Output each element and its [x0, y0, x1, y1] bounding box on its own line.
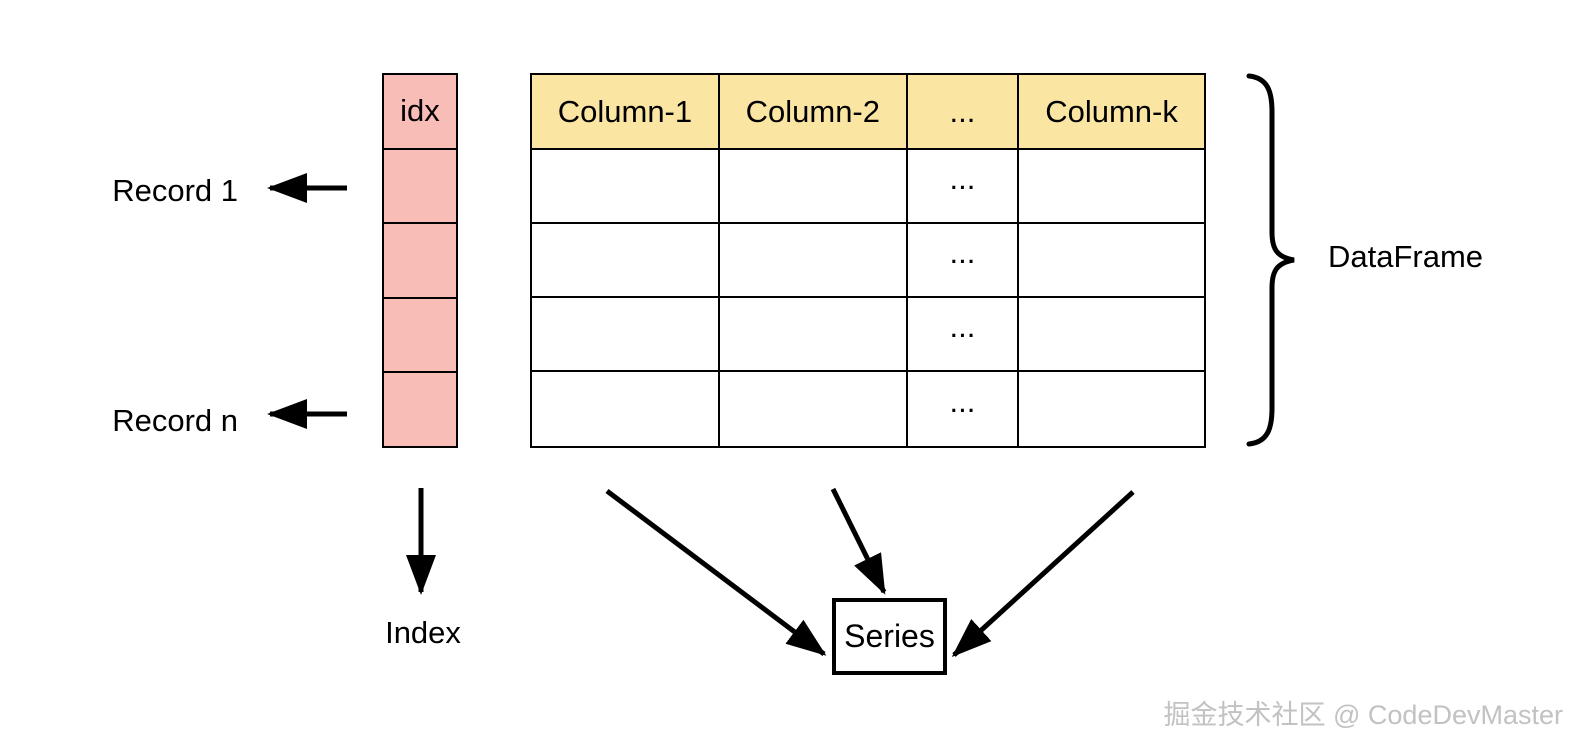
- index-cell: [384, 150, 456, 225]
- dataframe-table: Column-1 Column-2 ... Column-k ... ... .…: [530, 73, 1206, 448]
- table-cell: [1019, 150, 1204, 225]
- table-cell-ellipsis: ...: [908, 371, 1020, 446]
- table-cell-ellipsis: ...: [907, 150, 1020, 225]
- watermark-text: 掘金技术社区 @ CodeDevMaster: [1163, 700, 1564, 730]
- index-cell: [384, 373, 456, 446]
- index-column-header-label: idx: [400, 93, 440, 129]
- table-cell: [720, 371, 908, 446]
- table-cell: [532, 371, 720, 446]
- table-cell: [719, 150, 908, 225]
- series-label: Series: [844, 618, 935, 654]
- table-cell: [532, 224, 720, 298]
- table-cell: [532, 297, 720, 372]
- series-arrow-middle: [830, 487, 887, 595]
- table-cell-ellipsis: ...: [907, 224, 1020, 298]
- table-cell: [719, 224, 908, 298]
- column-header-ellipsis: ...: [907, 75, 1020, 151]
- table-cell: [719, 297, 908, 372]
- series-box: Series: [832, 598, 947, 675]
- index-cell: [384, 224, 456, 299]
- column-header: Column-1: [532, 75, 720, 151]
- column-header: Column-k: [1019, 75, 1204, 151]
- series-arrow-left: [605, 489, 827, 656]
- record-n-label: Record n: [112, 403, 238, 438]
- index-label: Index: [385, 615, 461, 650]
- table-cell-ellipsis: ...: [907, 297, 1020, 372]
- dataframe-brace: [1246, 73, 1295, 447]
- index-column-header: idx: [384, 75, 456, 150]
- table-cell: [1019, 224, 1204, 298]
- table-cell: [532, 150, 720, 225]
- series-arrow-right: [951, 490, 1135, 658]
- index-cell: [384, 299, 456, 374]
- table-cell: [1019, 298, 1204, 372]
- record-1-label: Record 1: [112, 173, 238, 208]
- dataframe-label: DataFrame: [1328, 239, 1484, 274]
- index-column: idx: [382, 73, 458, 448]
- table-cell: [1019, 372, 1204, 446]
- column-header: Column-2: [719, 75, 908, 151]
